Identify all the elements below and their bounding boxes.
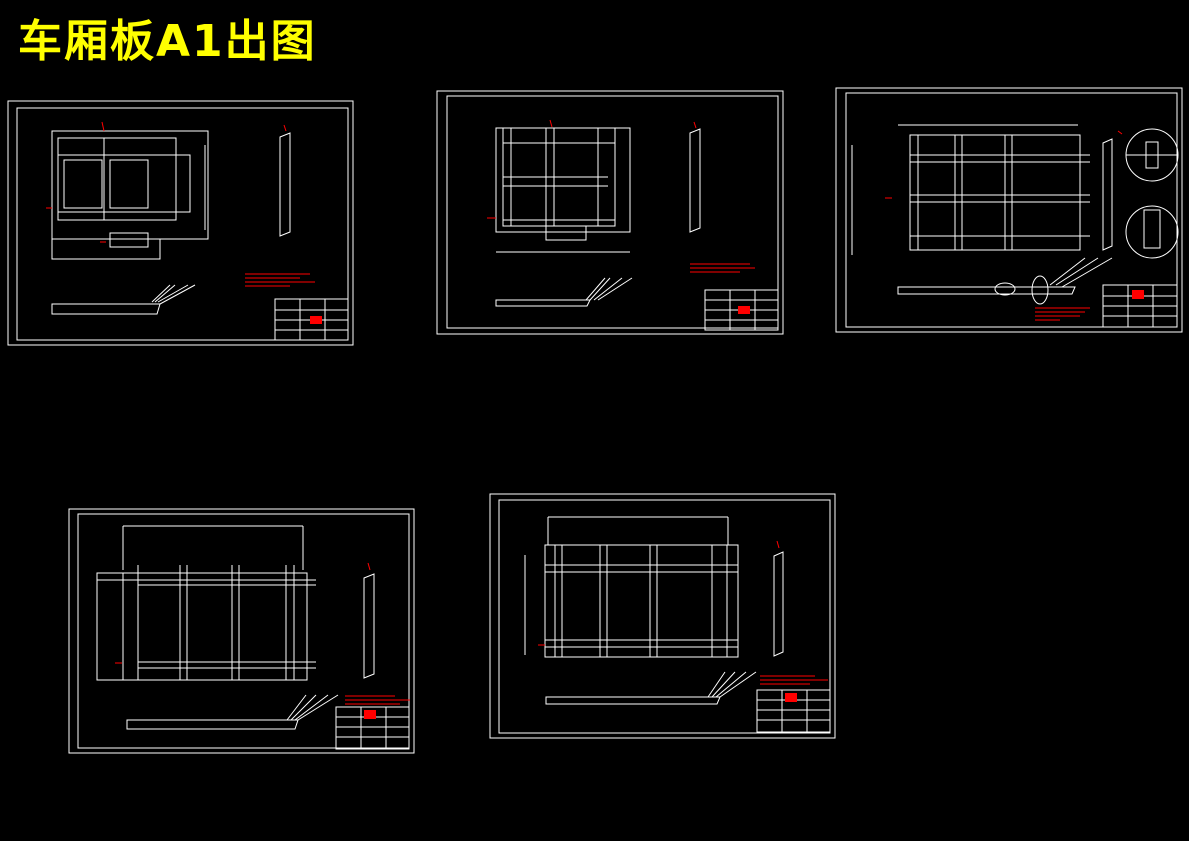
page-title: 车厢板A1出图 bbox=[18, 16, 317, 67]
sheet-border-outer bbox=[489, 493, 836, 739]
sheet-border-outer bbox=[68, 508, 415, 754]
sheet-border-inner bbox=[845, 92, 1178, 328]
drawing-sheet-4[interactable] bbox=[68, 508, 415, 754]
drawing-sheet-1[interactable] bbox=[7, 100, 354, 346]
drawing-sheet-2[interactable] bbox=[436, 90, 784, 335]
sheet-border-inner bbox=[16, 107, 349, 341]
drawing-sheet-5[interactable] bbox=[489, 493, 836, 739]
sheet-border-inner bbox=[77, 513, 410, 749]
sheet-border-outer bbox=[7, 100, 354, 346]
sheet-border-inner bbox=[446, 95, 779, 329]
drawing-sheet-3[interactable] bbox=[835, 87, 1183, 333]
sheet-border-inner bbox=[498, 499, 831, 734]
sheet-border-outer bbox=[835, 87, 1183, 333]
sheet-border-outer bbox=[436, 90, 784, 335]
